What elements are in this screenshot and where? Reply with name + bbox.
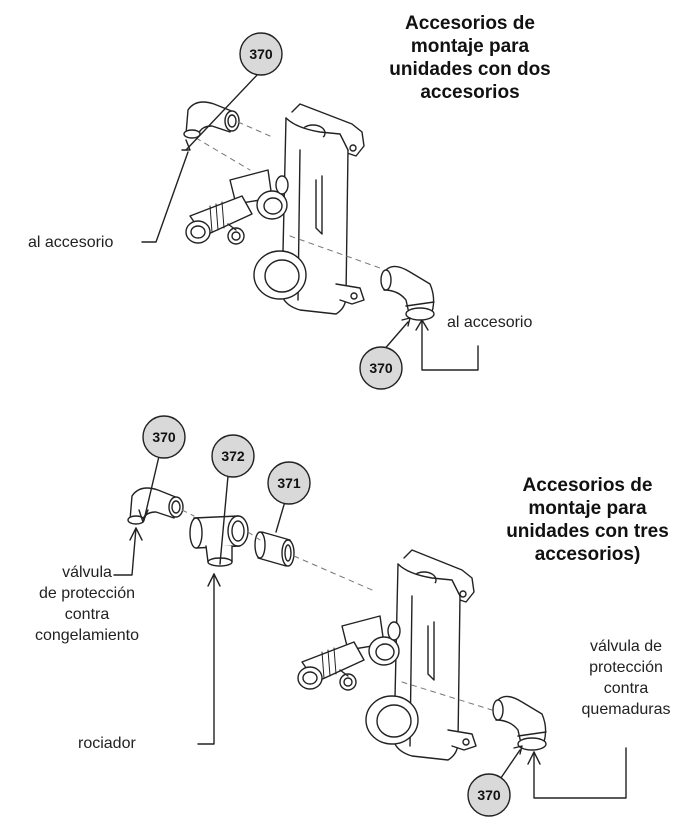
top-elbow-lower	[380, 265, 435, 321]
label-sprayer: rociador	[78, 735, 136, 752]
top-elbow-upper	[183, 101, 240, 139]
bottom-elbow-370	[127, 487, 184, 525]
badge-370-top-lower-text: 370	[369, 360, 393, 376]
badge-371-text: 371	[277, 475, 301, 491]
label-freeze-protection-valve: válvula de protección contra congelamien…	[34, 564, 140, 644]
badge-370-bottom-a-text: 370	[152, 429, 176, 445]
coupler-371	[254, 531, 295, 567]
label-to-fitting-right: al accesorio	[447, 314, 533, 331]
badge-372-text: 372	[221, 448, 245, 464]
badge-370-bottom-d	[467, 773, 511, 817]
top-title: Accesorios de montaje para unidades con …	[389, 13, 551, 103]
top-valve-body	[185, 103, 365, 315]
bottom-title: Accesorios de montaje para unidades con …	[506, 475, 669, 565]
badge-370-top	[239, 32, 283, 76]
label-to-fitting-left: al accesorio	[28, 234, 114, 251]
badge-372	[211, 434, 255, 478]
badge-370-bottom-d-text: 370	[477, 787, 501, 803]
badge-371	[267, 461, 311, 505]
badge-370-top-text: 370	[249, 46, 273, 62]
tee-372	[189, 515, 249, 567]
bottom-valve-body	[297, 549, 477, 761]
badge-370-bottom-a	[142, 415, 186, 459]
bottom-elbow-370-right	[492, 695, 547, 751]
label-scald-protection-valve: válvula de protección contra quemaduras	[581, 638, 671, 718]
badge-370-top-lower	[359, 346, 403, 390]
